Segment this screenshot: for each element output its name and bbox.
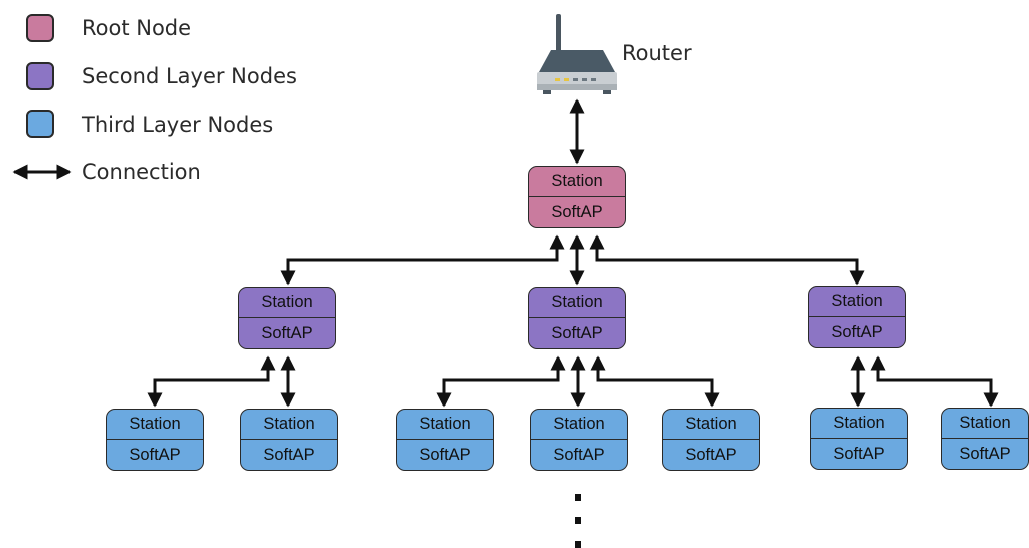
legend-root-label: Root Node [82,16,192,40]
third-layer-node: Station SoftAP [810,408,908,470]
node-softap-label: SoftAP [261,323,313,342]
middle-left-connection [436,355,566,408]
node-softap-label: SoftAP [959,444,1011,463]
right-right-connection [870,355,999,408]
router-icon [537,14,617,94]
middle-right-connection [590,355,720,408]
third-layer-node: Station SoftAP [106,409,204,471]
legend-second-swatch [26,62,54,90]
node-station-label: Station [241,410,337,440]
node-station-label: Station [531,410,627,440]
node-softap-label: SoftAP [551,202,603,221]
node-softap-label: SoftAP [263,445,315,464]
legend-root-swatch [26,14,54,42]
node-station-label: Station [529,288,625,318]
node-station-label: Station [811,409,907,439]
node-softap-label: SoftAP [553,445,605,464]
node-softap-label: SoftAP [551,323,603,342]
node-station-label: Station [663,410,759,440]
node-softap-label: SoftAP [129,445,181,464]
third-layer-node: Station SoftAP [941,408,1029,470]
second-layer-node-left: Station SoftAP [238,287,336,349]
legend-second-label: Second Layer Nodes [82,64,297,88]
router-label: Router [622,41,692,65]
node-softap-label: SoftAP [831,322,883,341]
node-station-label: Station [809,287,905,317]
node-softap-label: SoftAP [685,445,737,464]
legend-third-label: Third Layer Nodes [82,113,274,137]
ellipsis-dot [575,517,581,524]
ellipsis-dot [575,494,581,501]
second-layer-node-right: Station SoftAP [808,286,906,348]
left-left-connection [147,355,276,408]
third-layer-node: Station SoftAP [530,409,628,471]
node-station-label: Station [107,410,203,440]
third-layer-node: Station SoftAP [240,409,338,471]
root-right-connection [589,234,865,286]
node-softap-label: SoftAP [833,444,885,463]
node-station-label: Station [942,409,1028,439]
legend-connection-label: Connection [82,160,201,184]
root-node: Station SoftAP [528,166,626,228]
root-left-connection [280,234,565,286]
node-station-label: Station [529,167,625,197]
node-station-label: Station [397,410,493,440]
second-layer-node-middle: Station SoftAP [528,287,626,349]
node-softap-label: SoftAP [419,445,471,464]
third-layer-node: Station SoftAP [396,409,494,471]
third-layer-node: Station SoftAP [662,409,760,471]
ellipsis-dot [575,541,581,548]
legend-third-swatch [26,110,54,138]
node-station-label: Station [239,288,335,318]
